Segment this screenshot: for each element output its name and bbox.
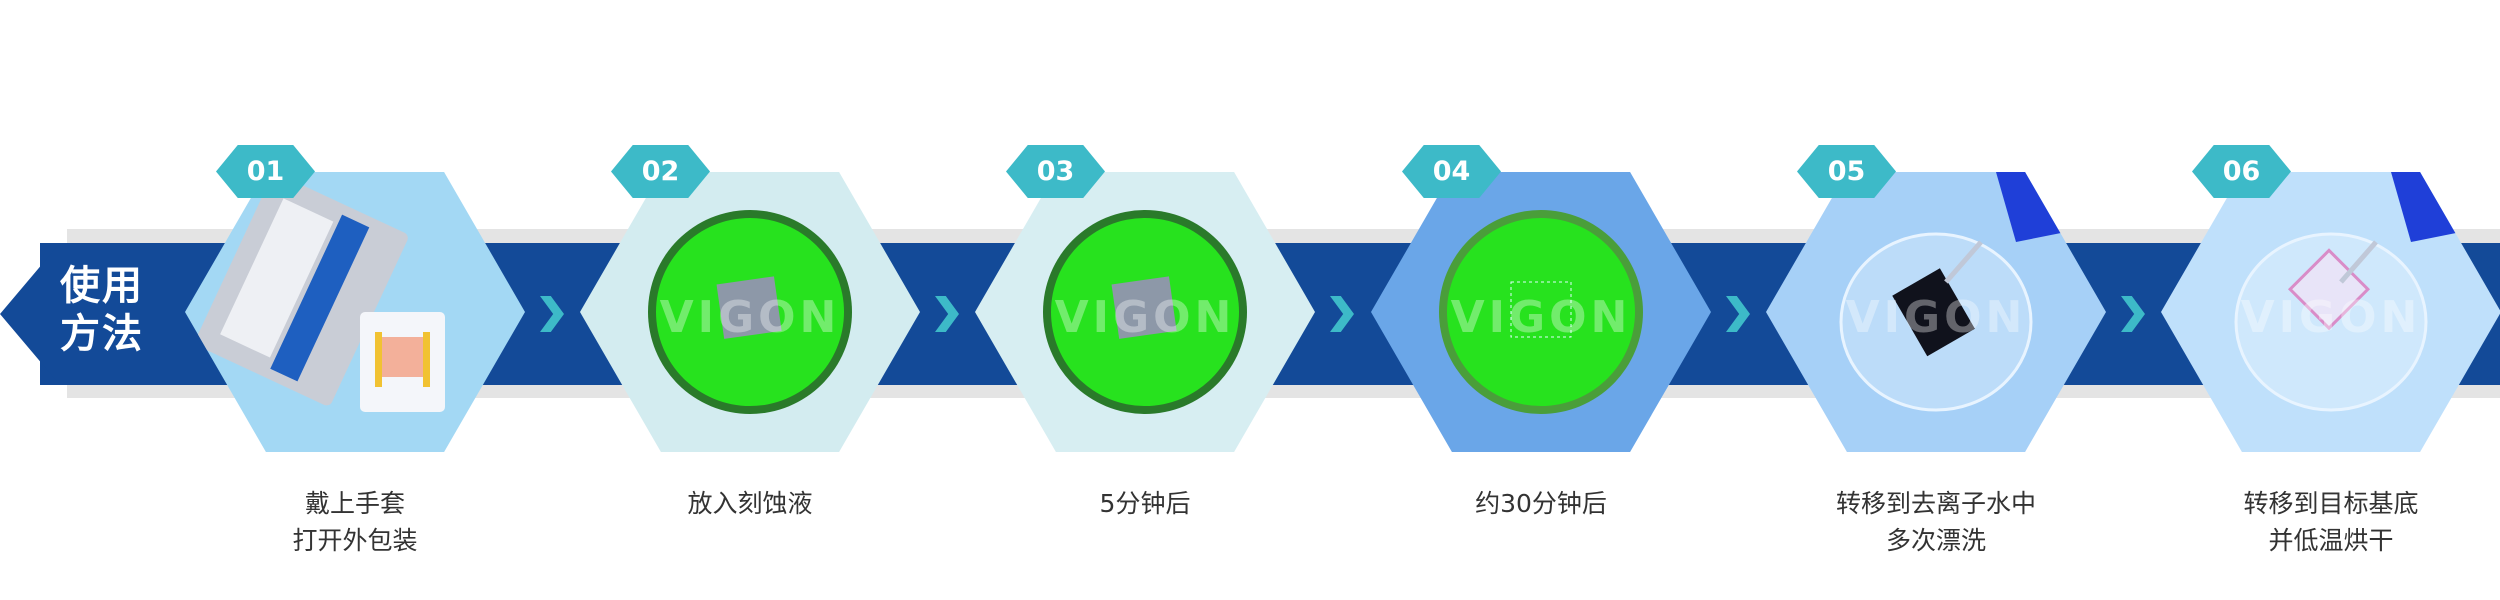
step-label-line: 放入刻蚀液: [687, 489, 813, 518]
watermark: VIGON: [1450, 292, 1632, 343]
step-image: VIGON: [1766, 172, 2106, 452]
petri-dish-illustration: [1043, 210, 1247, 414]
step-01: 01: [185, 145, 525, 452]
step-label-line: 转移到目标基底: [2243, 489, 2419, 518]
step-number-badge: 03: [1006, 145, 1105, 198]
title-line: 使用: [60, 263, 144, 309]
step-label-line: 5分钟后: [1099, 489, 1191, 518]
step-number-badge: 05: [1797, 145, 1896, 198]
title-arrow: [0, 243, 60, 385]
step-image: VIGON: [1371, 172, 1711, 452]
step-06: VIGON 06: [2161, 145, 2500, 452]
watermark: VIGON: [2240, 292, 2422, 343]
step-label-line: 并低温烘干: [2268, 526, 2394, 555]
step-label: 转移到目标基底并低温烘干: [2161, 485, 2500, 559]
watermark: VIGON: [1054, 292, 1236, 343]
watermark: VIGON: [659, 292, 841, 343]
step-label-line: 转移到去离子水中: [1835, 489, 2036, 518]
section-title: 使用 方法: [60, 262, 170, 358]
step-label: 约30分钟后: [1371, 485, 1711, 522]
title-line: 方法: [60, 311, 144, 357]
step-label-line: 约30分钟后: [1475, 489, 1607, 518]
step-label: 戴上手套打开外包装: [185, 485, 525, 559]
watermark: VIGON: [1845, 292, 2027, 343]
step-label-line: 多次漂洗: [1885, 526, 1986, 555]
step-number-badge: 01: [216, 145, 315, 198]
step-number-badge: 04: [1402, 145, 1501, 198]
step-image: VIGON: [2161, 172, 2500, 452]
step-number-badge: 06: [2192, 145, 2291, 198]
step-image: VIGON: [580, 172, 920, 452]
step-image: [185, 172, 525, 452]
step-number-badge: 02: [611, 145, 710, 198]
step-04: VIGON 04: [1371, 145, 1711, 452]
petri-dish-illustration: [1439, 210, 1643, 414]
petri-dish-illustration: [648, 210, 852, 414]
step-02: VIGON 02: [580, 145, 920, 452]
step-label-line: 打开外包装: [292, 526, 418, 555]
step-label: 放入刻蚀液: [580, 485, 920, 522]
step-label: 转移到去离子水中多次漂洗: [1766, 485, 2106, 559]
package-illustration: [195, 173, 445, 412]
step-label-line: 戴上手套: [304, 489, 405, 518]
step-label: 5分钟后: [975, 485, 1315, 522]
step-03: VIGON 03: [975, 145, 1315, 452]
step-05: VIGON 05: [1766, 145, 2106, 452]
step-image: VIGON: [975, 172, 1315, 452]
